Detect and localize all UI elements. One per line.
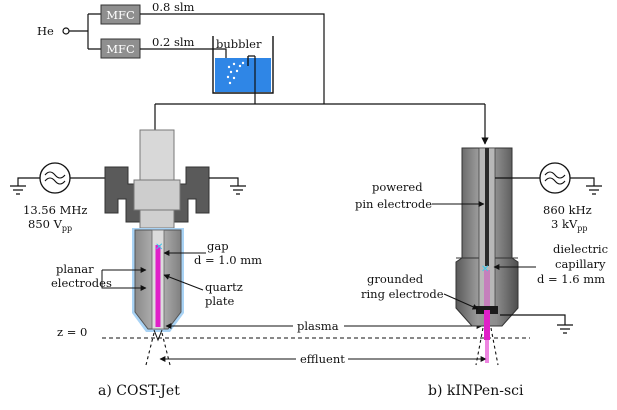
ground-icon-right-source [586,185,602,195]
kinpen-frequency: 860 kHz [543,203,592,217]
caption-cost-jet: a) COST-Jet [98,383,180,399]
kinpen-voltage-value: 3 kV [551,217,578,231]
flow-bottom-label: 0.2 slm [152,35,195,49]
powered-label-line2: pin electrode [355,197,432,211]
ground-icon-left-housing [230,185,246,195]
dielectric-value: d = 1.6 mm [537,272,605,286]
capillary-marker: ✕ [481,264,489,275]
bubbler-vessel [212,36,274,94]
kinpen-effluent-cone [475,327,499,366]
plasma-label: plasma [297,319,339,333]
mfc-bottom-label: MFC [106,42,135,56]
bubbles [226,61,245,85]
ac-source-icon-left [39,162,71,194]
kinpen-sci: ✕ 860 kHz 3 kVpp powered pin electrode d… [355,147,608,366]
caption-kinpen: b) kINPen-sci [428,383,524,399]
grounded-label-line2: ring electrode [361,287,444,301]
gap-marker: ✕ [155,242,163,253]
ground-icon-right-ring [557,324,573,334]
planar-label-line2: electrodes [51,276,112,290]
gap-value: d = 1.0 mm [194,253,262,267]
effluent-label: effluent [300,352,345,366]
ground-icon-left-source [10,185,26,195]
pin-electrode [485,148,489,266]
planar-label-line1: planar [56,262,94,276]
dielectric-label-line2: capillary [555,257,606,271]
bubbler-label: bubbler [216,37,262,51]
shared-annotations: plasma effluent a) COST-Jet b) kINPen-sc… [98,319,530,399]
cost-jet-plasma-channel [155,245,161,327]
dielectric-label-line1: dielectric [553,242,608,256]
he-label: He [37,24,54,38]
grounded-label-line1: grounded [367,272,424,286]
cost-jet: 13.56 MHz 850 Vpp ✕ gap d = 1.0 mm plana… [10,129,262,366]
gap-label: gap [207,239,229,253]
mfc-top-label: MFC [106,8,135,22]
gas-inlet-icon [62,27,70,35]
rf-frequency: 13.56 MHz [23,203,87,217]
kinpen-voltage: 3 kVpp [551,217,588,233]
rf-voltage-sub: pp [62,224,72,233]
flow-top-label: 0.8 slm [152,0,195,14]
quartz-label-line1: quartz [205,280,243,294]
kinpen-voltage-sub: pp [577,224,587,233]
rf-voltage-value: 850 V [28,217,63,231]
cost-jet-tube [139,129,175,181]
z-zero-label: z = 0 [57,325,87,339]
rf-voltage: 850 Vpp [28,217,72,233]
quartz-label-line2: plate [205,294,235,308]
ac-source-icon-right [539,162,571,194]
kinpen-plasma [484,310,490,340]
powered-label-line1: powered [372,180,423,194]
